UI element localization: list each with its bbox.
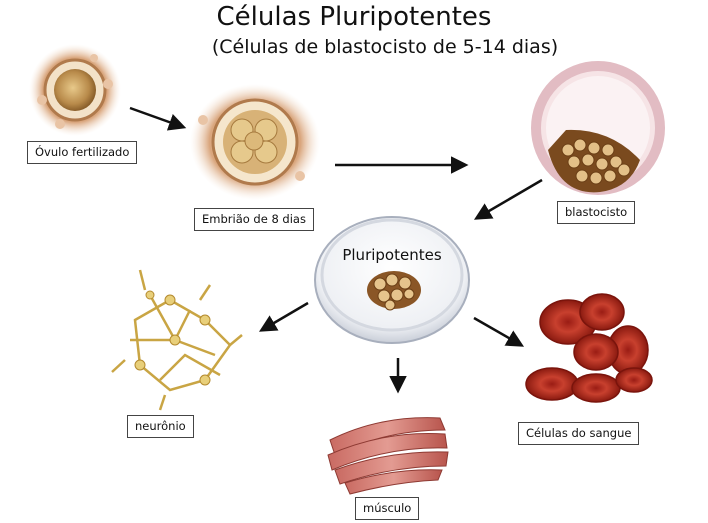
- muscle-label: músculo: [355, 497, 419, 520]
- blastocyst-image: [536, 66, 660, 192]
- petri-dish-image: [315, 217, 469, 343]
- arrow-blastocyst-to-dish: [477, 180, 542, 218]
- blood-cells-label: Células do sangue: [518, 422, 639, 445]
- neuron-image: [112, 270, 242, 410]
- embryo-image: [190, 84, 320, 200]
- muscle-image: [328, 418, 448, 494]
- fertilized-egg-label: Óvulo fertilizado: [27, 141, 137, 164]
- arrow-dish-to-neuron: [262, 303, 308, 330]
- red-blood-cells-image: [526, 294, 652, 402]
- arrow-egg-to-embryo: [130, 108, 183, 127]
- pluripotent-label: Pluripotentes: [330, 246, 454, 264]
- arrow-dish-to-blood: [474, 318, 521, 345]
- neuron-label: neurônio: [127, 415, 194, 438]
- fertilized-egg-image: [29, 44, 121, 136]
- embryo-label: Embrião de 8 dias: [194, 208, 314, 231]
- blastocyst-label: blastocisto: [557, 201, 635, 224]
